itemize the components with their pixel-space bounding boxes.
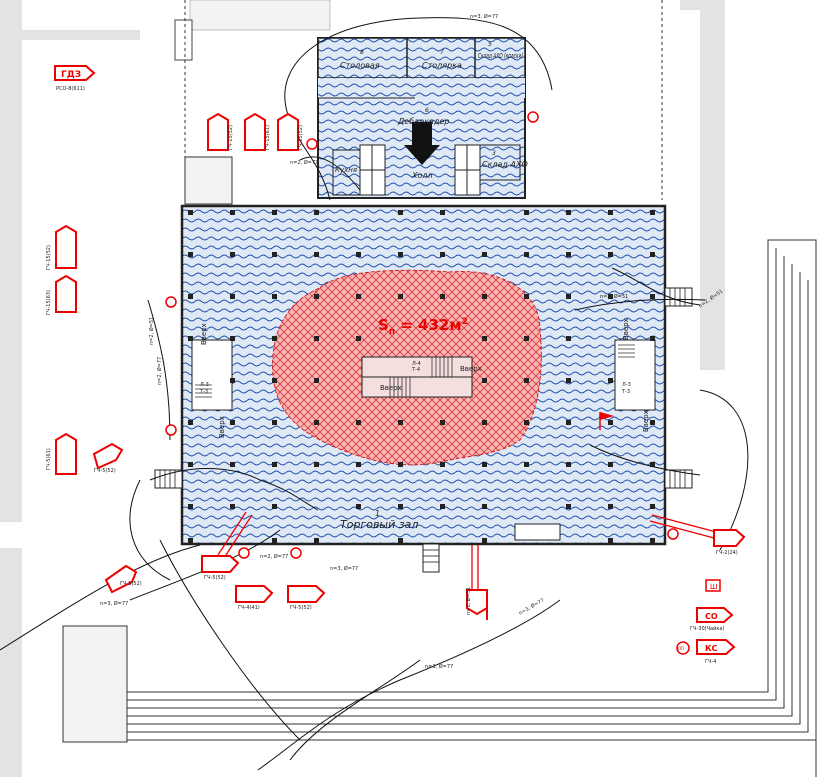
- hose-label-1: n=3, Ø=77: [470, 13, 498, 20]
- main-hall: [154, 204, 693, 573]
- vehicle-top-3: [277, 112, 299, 151]
- outbuilding-top: [184, 156, 233, 205]
- hall-label: Торговый зал: [340, 518, 418, 531]
- paint-store-label: Склад АХО (краски): [478, 52, 523, 60]
- hose-label-7: n=2, Ø=51: [148, 317, 155, 345]
- vehicle-left-3: [55, 432, 77, 475]
- vehicle-co-sub: ГЧ-30(Чайка): [690, 625, 724, 632]
- hq-label: Ш: [710, 583, 718, 591]
- hydrants: [165, 111, 690, 655]
- main-direction-arrow: [404, 122, 440, 165]
- right-stair: [614, 339, 656, 411]
- vehicle-right-1-sub: ГЧ-2(24): [716, 550, 738, 556]
- column-grid: [188, 210, 655, 543]
- vehicle-bottom-5: [287, 585, 326, 603]
- vehicle-right-1: [713, 529, 746, 547]
- hall-number: 1: [375, 509, 380, 518]
- gate: [174, 19, 193, 61]
- vehicle-gdz: [54, 65, 96, 81]
- hq-symbol: [599, 412, 721, 592]
- hose-label-6: n=3, Ø=77: [425, 663, 453, 670]
- kitchen-label: Кухня: [335, 166, 357, 174]
- vehicle-bottom-3-sub: ГЧ-5(52): [204, 575, 226, 581]
- ddd-number: 6: [425, 107, 429, 114]
- left-stair-code-2: Т-3: [199, 389, 208, 395]
- central-stair-steps: [389, 357, 453, 397]
- ddd-label: Дебаркадер: [397, 117, 449, 126]
- road-cross-top: [22, 30, 140, 40]
- hose-label-12: n=3, Ø=77: [518, 597, 546, 617]
- paint-store-number: 5: [488, 41, 492, 48]
- right-stair-code-1: Л-3: [622, 382, 631, 388]
- vehicle-ks: [696, 639, 736, 655]
- carpentry-number: 7: [440, 49, 444, 56]
- hall-lobby-label: Холл: [411, 171, 433, 180]
- carpentry-label: Столярка: [422, 61, 462, 70]
- hose-label-2: n=2, Ø=77: [290, 159, 318, 166]
- steps-bottom-right: [127, 239, 817, 777]
- vehicle-left-1-sub: ГЧ-15(52): [46, 245, 52, 270]
- central-stair-code-2: Т-4: [411, 367, 420, 373]
- vehicle-bottom-4: [235, 585, 274, 603]
- central-stair-up-2: Вверх: [460, 365, 482, 373]
- vehicle-ks-label: КС: [705, 644, 718, 653]
- vehicle-bottom-2-sub: ГЧ-5(52): [120, 581, 142, 587]
- vehicle-left-2-sub: ГЧ-15(63): [46, 290, 52, 315]
- road-left-top: [0, 0, 22, 522]
- vehicle-co: [696, 607, 734, 623]
- hose-label-9: n=3, Ø=77: [100, 600, 128, 607]
- vehicle-bottom-6: [466, 589, 488, 620]
- right-stair-up-2: Вверх: [642, 410, 650, 432]
- road-right: [700, 0, 725, 370]
- canteen-label: Столовая: [340, 61, 380, 70]
- vehicle-left-1: [55, 224, 77, 269]
- vehicle-bottom-1: [92, 442, 124, 470]
- hose-label-10: n=2, Ø=77: [260, 553, 288, 560]
- right-stair-up-1: Вверх: [622, 318, 630, 340]
- vehicles: [54, 65, 746, 655]
- vehicle-gdz-label: ГДЗ: [61, 70, 81, 80]
- vehicle-bottom-3: [201, 555, 240, 573]
- vehicle-left-2: [55, 274, 77, 313]
- central-stair-up: Вверх: [380, 384, 402, 392]
- left-stair-code-1: Л-3: [200, 382, 209, 388]
- central-stair-code-1: Л-4: [412, 361, 421, 367]
- vehicle-gdz-sub: РСО-8(611): [56, 86, 85, 92]
- vehicle-top-3-sub: ГЧ-15(52): [298, 125, 304, 150]
- left-stair-up-2: Вверх: [218, 416, 226, 438]
- annex: [317, 37, 526, 199]
- vehicle-bottom-1-sub: ГЧ-5(52): [94, 468, 116, 474]
- vehicle-top-1: [207, 112, 229, 151]
- storage-label: Склад АХО: [482, 160, 528, 169]
- vehicle-top-2: [244, 112, 266, 151]
- fire-area-label: Sп = 432м2: [378, 316, 468, 337]
- vehicle-top-2-sub: ГЧ-15(61): [265, 125, 271, 150]
- road-top: [189, 0, 331, 31]
- canteen-number: 8: [360, 49, 364, 56]
- road-left-bottom: [0, 548, 22, 777]
- outbuilding-bottom: [62, 625, 128, 743]
- vehicle-left-3-sub: ГЧ-5(61): [46, 448, 52, 470]
- vehicle-ks-sub: ГЧ-4: [705, 659, 716, 665]
- vehicle-co-label: СО: [705, 612, 718, 621]
- vehicle-bottom-4-sub: ГЧ-4(41): [238, 605, 260, 611]
- vehicle-bottom-5-sub: ГЧ-5(52): [290, 605, 312, 611]
- storage-number: 3: [492, 150, 496, 157]
- hose-label-3: n=2, Ø=51: [600, 293, 628, 300]
- vehicle-top-1-sub: ГЧ-15(52): [228, 125, 234, 150]
- hose-label-4: n=3, Ø=77: [330, 565, 358, 572]
- right-stair-code-2: Т-3: [621, 389, 630, 395]
- hose-label-8: n=2, Ø=77: [156, 357, 163, 385]
- left-stair: [191, 339, 233, 411]
- op-label: ОП: [678, 646, 684, 651]
- vehicle-bottom-2: [104, 564, 138, 594]
- hose-label-5: n=1, Ø=51: [465, 587, 472, 615]
- left-stair-up-1: Вверх: [200, 323, 208, 345]
